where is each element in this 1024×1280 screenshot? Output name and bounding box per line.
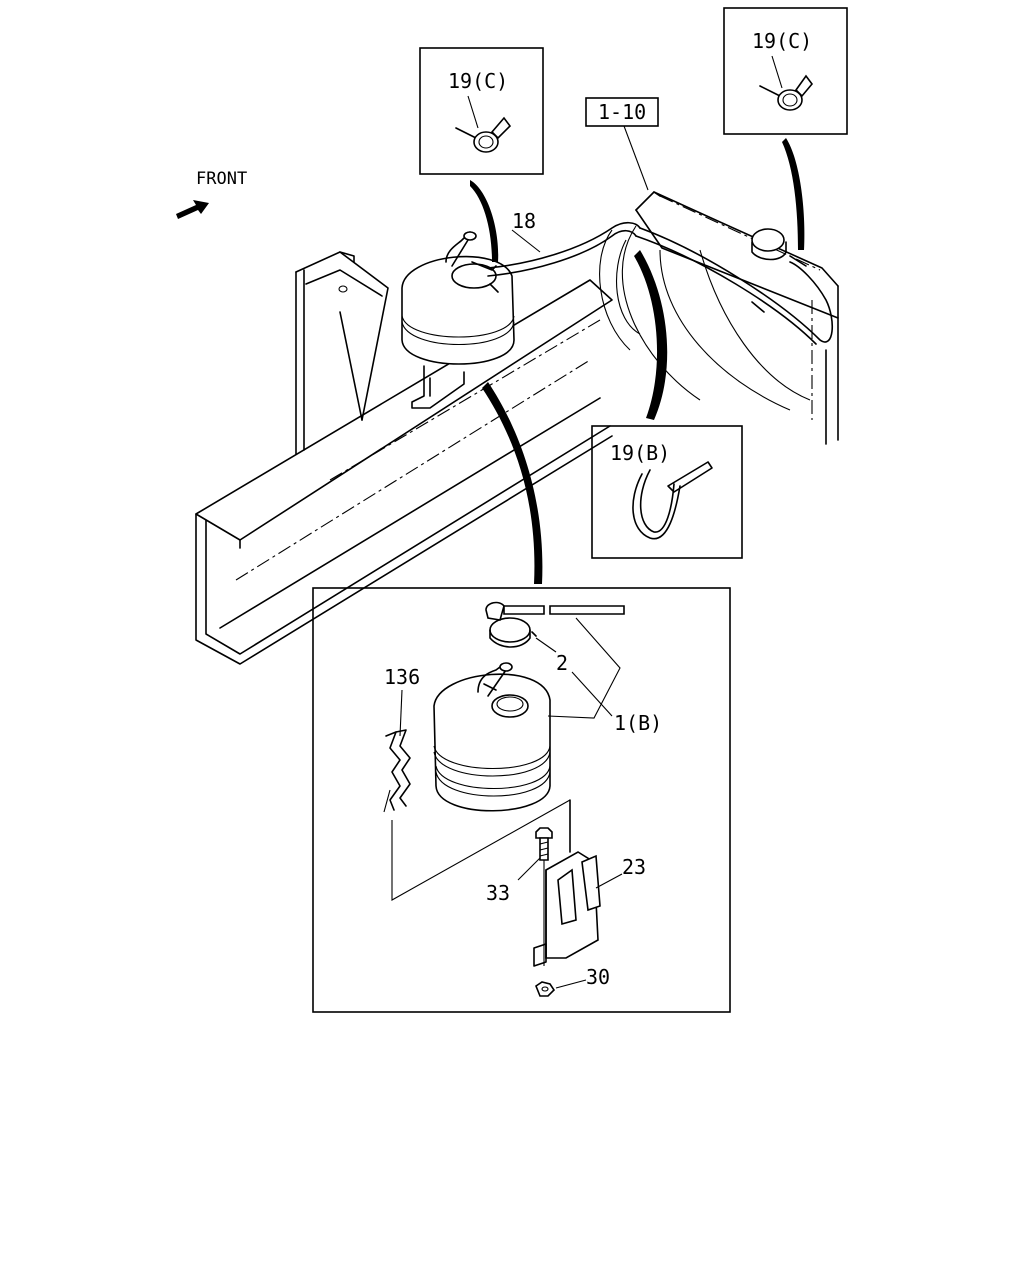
mounting-bracket <box>533 799 601 967</box>
cross-member <box>295 251 389 455</box>
ref-1-10-leader <box>623 125 649 191</box>
part-23-leader <box>595 873 623 889</box>
cable-tie-icon <box>632 461 713 540</box>
part-19b-label: 19(B) <box>610 441 670 465</box>
exploded-detail-box <box>312 587 731 1013</box>
part-1b-leader-2 <box>571 671 613 717</box>
detail-pointer-19c-left <box>470 180 499 262</box>
part-30-leader <box>555 979 587 989</box>
hose-clamp-icon <box>455 95 512 153</box>
part-1b-leader <box>547 617 621 719</box>
detail-box-19c-left <box>419 47 544 175</box>
overflow-hose <box>487 221 641 277</box>
frame-rail <box>195 279 613 665</box>
front-label: FRONT <box>196 169 247 189</box>
part-19c-left-label: 19(C) <box>448 69 508 93</box>
part-1b-label: 1(B) <box>614 711 662 735</box>
detail-pointer-19c-right <box>782 138 805 250</box>
ref-1-10-box <box>585 97 659 127</box>
bolt <box>535 827 553 966</box>
part-2-leader <box>535 637 557 653</box>
reservoir-tank <box>433 662 551 812</box>
part-136-label: 136 <box>384 665 420 689</box>
front-arrow-icon <box>176 200 209 219</box>
detail-pointer-19b <box>634 250 668 420</box>
ref-1-10-label: 1-10 <box>598 100 646 124</box>
detail-box-19c-right <box>723 7 848 135</box>
part-30-label: 30 <box>586 965 610 989</box>
reservoir-tank-assembly <box>401 231 515 409</box>
radiator <box>599 191 839 445</box>
part-23-label: 23 <box>622 855 646 879</box>
detail-pointer-tank <box>482 382 543 584</box>
nut <box>535 981 556 997</box>
frame-section-cut <box>383 689 571 901</box>
hose-clamp-icon <box>759 55 814 111</box>
part-33-label: 33 <box>486 881 510 905</box>
part-18-label: 18 <box>512 209 536 233</box>
part-2-label: 2 <box>556 651 568 675</box>
part-33-leader <box>517 857 541 881</box>
part-19c-right-label: 19(C) <box>752 29 812 53</box>
reservoir-cap <box>485 601 545 648</box>
hose-segment <box>549 605 625 615</box>
detail-box-19b <box>591 425 743 559</box>
